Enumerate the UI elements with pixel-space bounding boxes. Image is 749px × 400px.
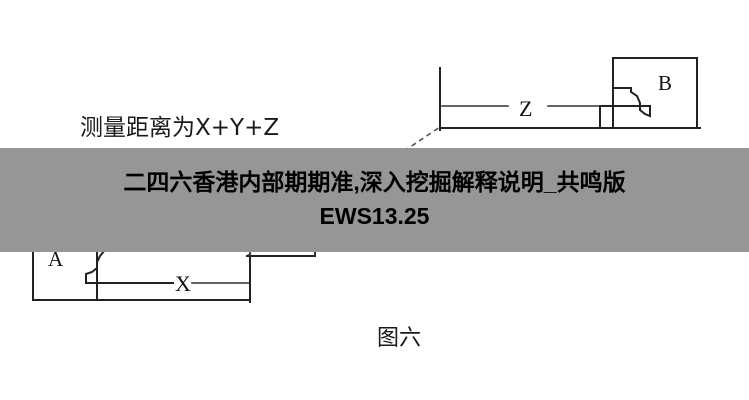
figure-caption: 图六 [377, 326, 421, 351]
overlay-banner: 二四六香港内部期期准,深入挖掘解释说明_共鸣版 EWS13.25 [0, 148, 749, 252]
dimension-label-z: Z [519, 96, 532, 121]
box-b-notch-profile [612, 87, 651, 118]
box-b-outline [612, 57, 698, 129]
box-a-label: A [48, 247, 64, 271]
dimension-label-x: X [175, 271, 191, 296]
measurement-note: 测量距离为X+Y+Z [80, 115, 279, 141]
overlay-title-line-1: 二四六香港内部期期准,深入挖掘解释说明_共鸣版 [123, 169, 626, 195]
overlay-title-line-2: EWS13.25 [319, 203, 430, 229]
box-b-label: B [658, 71, 672, 95]
